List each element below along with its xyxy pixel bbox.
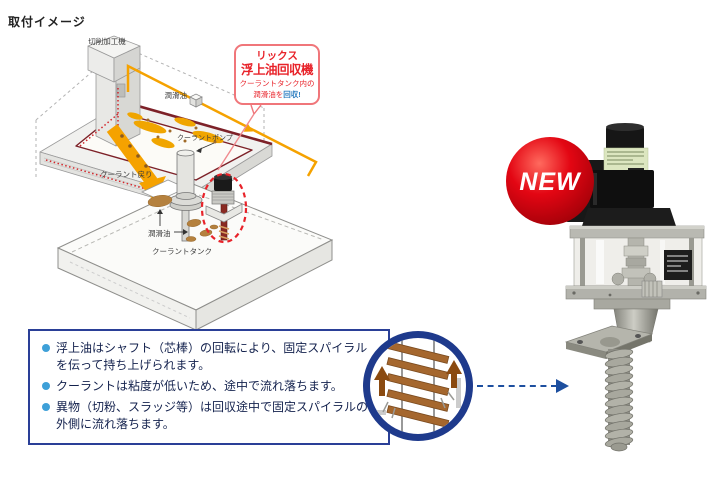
tank-wall-right (456, 378, 461, 408)
label-floating-oil: 潤滑油 (148, 228, 171, 238)
callout-desc-line2-text: 潤滑油を (253, 90, 284, 100)
bullet-dot-icon (42, 344, 50, 352)
coolant-tank-illustration (56, 179, 334, 331)
coolant-pump-illustration (169, 149, 203, 242)
diagram-title: 取付イメージ (8, 15, 86, 29)
new-badge: NEW (506, 137, 594, 225)
installation-diagram: 切削加工機 潤滑油 クーラントポンプ クーラント戻り 潤滑油 クーラントタンク (35, 35, 334, 331)
spiral-bars (386, 341, 450, 428)
detail-pointer-arrowhead-icon (556, 379, 569, 393)
pump-label-arrow (196, 142, 215, 153)
callout-connector-line (217, 103, 262, 171)
up-arrow-icon (446, 360, 462, 388)
bullet-text: クーラントは粘度が低いため、途中で流れ落ちます。 (56, 379, 343, 394)
bullet-dot-icon (42, 382, 50, 391)
product-photo: NEW (506, 123, 707, 452)
outlet-knob (641, 280, 663, 298)
flow-arrowhead-icon (243, 123, 253, 132)
bullet-item: クーラントは粘度が低いため、途中で流れ落ちます。 (42, 378, 378, 395)
bullet-item: 異物（切粉、スラッジ等）は回収途中で固定スパイラルの外側に流れ落ちます。 (42, 399, 378, 433)
label-coolant-return: クーラント戻り (100, 169, 153, 179)
motor-base (582, 208, 676, 226)
lubricant-cube-icon (189, 93, 203, 108)
droplet-ticks (382, 391, 455, 419)
oil-puddles (127, 112, 224, 149)
bullet-text: 浮上油はシャフト（芯棒）の回転により、固定スパイラルを伝って持ち上げられます。 (56, 341, 368, 373)
up-arrow-icon (374, 366, 390, 396)
detail-pointer-line (477, 385, 557, 387)
drive-housing (565, 225, 707, 310)
oil-label-arrows (157, 209, 188, 235)
callout-product-name: 浮上油回収機 (240, 62, 314, 77)
callout-desc-line2: 潤滑油を回収! (237, 90, 317, 99)
coolant-supply-line (126, 63, 318, 177)
oil-blobs (147, 195, 219, 242)
spiral-screw (604, 348, 634, 452)
label-lubricant-supply: 潤滑油 (165, 90, 188, 100)
callout-desc-line1: クーラントタンク内の (239, 78, 315, 88)
spiral-detail-inset (363, 331, 473, 441)
spiral-detail-drawing (370, 338, 462, 434)
bullet-dot-icon (42, 403, 50, 412)
label-machine: 切削加工機 (88, 36, 126, 46)
housing-nameplate (664, 250, 692, 280)
new-badge-label: NEW (519, 168, 582, 196)
explanation-box: 浮上油はシャフト（芯棒）の回転により、固定スパイラルを伝って持ち上げられます。 … (28, 329, 390, 445)
highlight-ellipse (200, 172, 248, 244)
callout-brand: リックス (256, 50, 298, 62)
label-coolant-pump: クーラントポンプ (177, 134, 233, 142)
tank-wall-left (370, 410, 386, 415)
bullet-item: 浮上油はシャフト（芯棒）の回転により、固定スパイラルを伝って持ち上げられます。 (42, 340, 378, 374)
bullet-text: 異物（切粉、スラッジ等）は回収途中で固定スパイラルの外側に流れ落ちます。 (56, 400, 369, 432)
label-coolant-tank: クーラントタンク (152, 247, 212, 256)
product-callout: リックス 浮上油回収機 クーラントタンク内の 潤滑油を回収! (234, 44, 320, 105)
callout-desc-line2-highlight: 回収! (283, 90, 301, 100)
